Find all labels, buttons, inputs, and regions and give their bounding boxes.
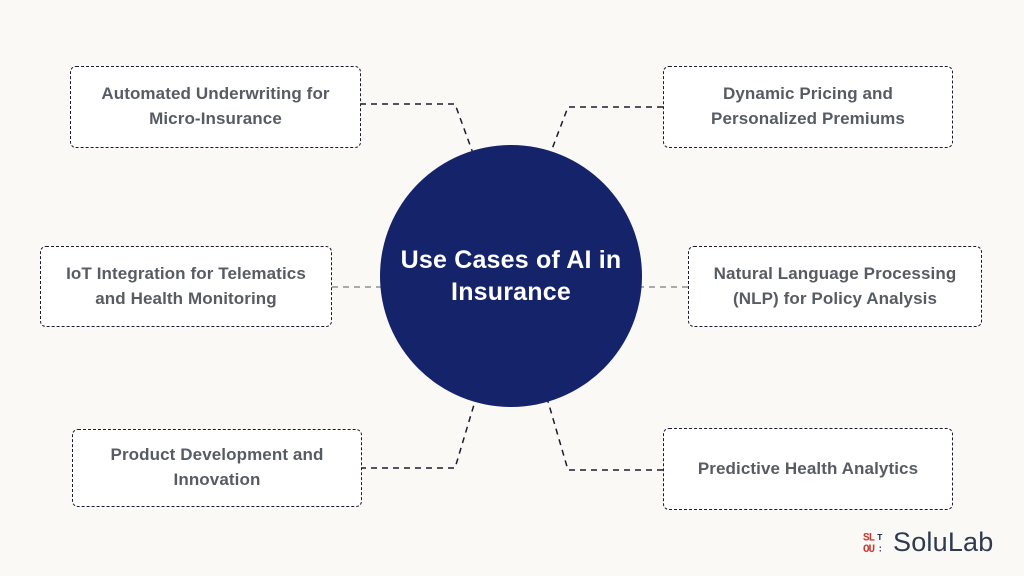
- node-automated-underwriting: Automated Underwriting for Micro-Insuran…: [70, 66, 361, 148]
- node-label: Product Development and Innovation: [110, 445, 324, 489]
- central-topic-title-line2: Insurance: [451, 278, 571, 306]
- connector-top-left: [360, 103, 475, 157]
- node-product-development: Product Development and Innovation: [72, 429, 362, 507]
- solulab-logo-icon: SL T OU :: [863, 532, 883, 554]
- node-label: Predictive Health Analytics: [697, 458, 919, 478]
- connector-bottom-left: [360, 397, 477, 469]
- svg-text:OU: OU: [863, 544, 875, 554]
- svg-text:T: T: [877, 533, 883, 543]
- node-predictive-health: Predictive Health Analytics: [663, 428, 953, 510]
- node-nlp-policy-analysis: Natural Language Processing (NLP) for Po…: [688, 246, 982, 327]
- svg-text::: :: [878, 544, 883, 554]
- node-label: Natural Language Processing (NLP) for Po…: [713, 263, 957, 308]
- node-iot-integration: IoT Integration for Telematics and Healt…: [40, 246, 332, 327]
- node-label: Dynamic Pricing and Personalized Premium…: [711, 84, 905, 128]
- node-dynamic-pricing: Dynamic Pricing and Personalized Premium…: [663, 66, 953, 148]
- node-label: IoT Integration for Telematics and Healt…: [66, 263, 306, 308]
- central-topic-circle: Use Cases of AI in Insurance: [380, 145, 642, 407]
- connector-bottom-right: [546, 397, 663, 471]
- node-label: Automated Underwriting for Micro-Insuran…: [101, 84, 330, 128]
- connector-top-right: [548, 106, 663, 158]
- solulab-logo-text: SoluLab: [893, 527, 994, 557]
- svg-text:SL: SL: [863, 532, 876, 544]
- solulab-logo: SL T OU : SoluLab: [863, 527, 994, 558]
- central-topic-title-line1: Use Cases of AI in: [400, 246, 622, 274]
